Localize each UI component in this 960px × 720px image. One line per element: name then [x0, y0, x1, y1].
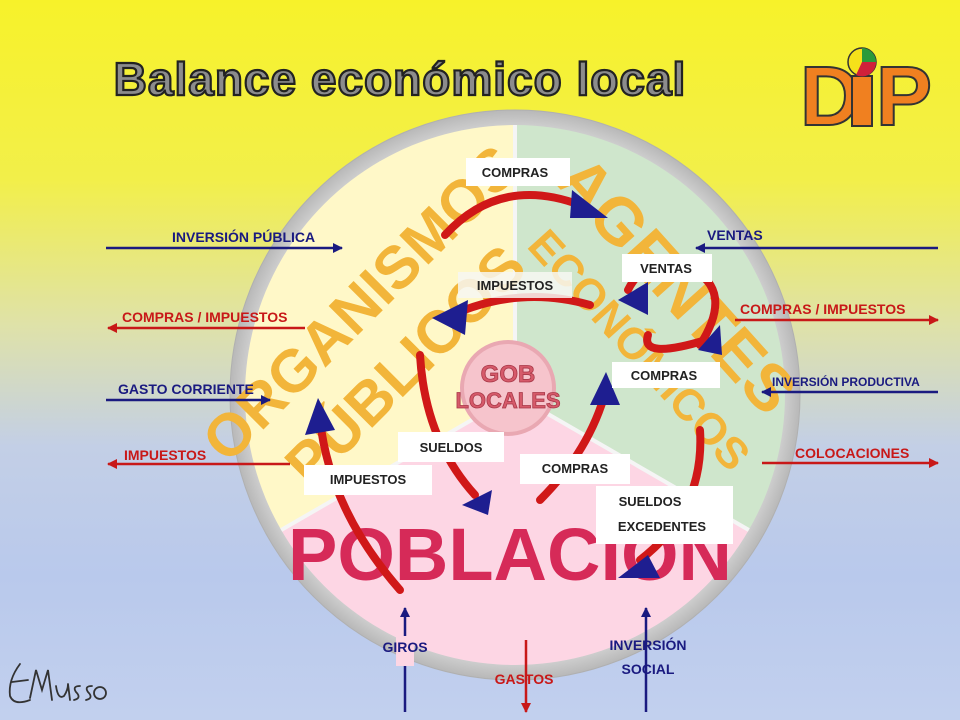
label-sueldos-right: SUELDOS: [619, 494, 682, 509]
center-gob-locales: [460, 340, 556, 436]
label-ventas: VENTAS: [640, 261, 692, 276]
left-flow-gasto-corriente-label: GASTO CORRIENTE: [118, 381, 254, 397]
center-line1: GOB: [481, 361, 536, 388]
head-ventas: [618, 282, 648, 315]
arrow-impuestos-left: [316, 416, 404, 594]
arrow-compras-top: [441, 191, 584, 239]
svg-text:P: P: [876, 49, 932, 143]
label-compras-right: COMPRAS: [631, 368, 698, 383]
label-impuestos-top: IMPUESTOS: [477, 278, 554, 293]
sector-poblacion: [281, 395, 749, 665]
left-flow-compras-impuestos-label: COMPRAS / IMPUESTOS: [122, 309, 287, 325]
center-line2: LOCALES: [455, 388, 560, 413]
left-flow-impuestos-label: IMPUESTOS: [124, 447, 206, 463]
bottom-flow-inversion-social-label1: INVERSIÓN: [609, 636, 686, 653]
dip-logo: D P: [799, 47, 933, 144]
bottom-flow-giros-label: GIROS: [382, 639, 427, 655]
page-title: Balance económico local: [114, 53, 687, 105]
right-flow-compras-impuestos-label: COMPRAS / IMPUESTOS: [740, 301, 905, 317]
left-flow-inversion-publica-label: INVERSIÓN PÚBLICA: [172, 228, 315, 245]
label-compras-top: COMPRAS: [482, 165, 549, 180]
label-impuestos-left: IMPUESTOS: [330, 472, 407, 487]
right-flow-ventas-label: VENTAS: [707, 227, 763, 243]
arrow-compras-right: [643, 331, 710, 353]
sector-agentes: [515, 125, 785, 530]
head-impuestos-left: [305, 398, 335, 435]
head-compras-bottom: [590, 372, 620, 405]
head-compras-right: [698, 325, 722, 355]
bottom-flow-gastos-label: GASTOS: [495, 671, 554, 687]
head-compras-top: [570, 190, 608, 218]
signature: [8, 663, 107, 704]
label-excedentes: EXCEDENTES: [618, 519, 706, 534]
head-impuestos-top: [432, 300, 468, 335]
label-compras-bottom: COMPRAS: [542, 461, 609, 476]
right-flow-colocaciones-label: COLOCACIONES: [795, 445, 909, 461]
bottom-flow-inversion-social-label2: SOCIAL: [622, 661, 675, 677]
head-sueldos-left: [462, 490, 492, 515]
head-sueldos-right: [618, 555, 660, 578]
label-sueldos-left: SUELDOS: [420, 440, 483, 455]
right-flow-inversion-productiva-label: INVERSIÓN PRODUCTIVA: [772, 374, 920, 389]
